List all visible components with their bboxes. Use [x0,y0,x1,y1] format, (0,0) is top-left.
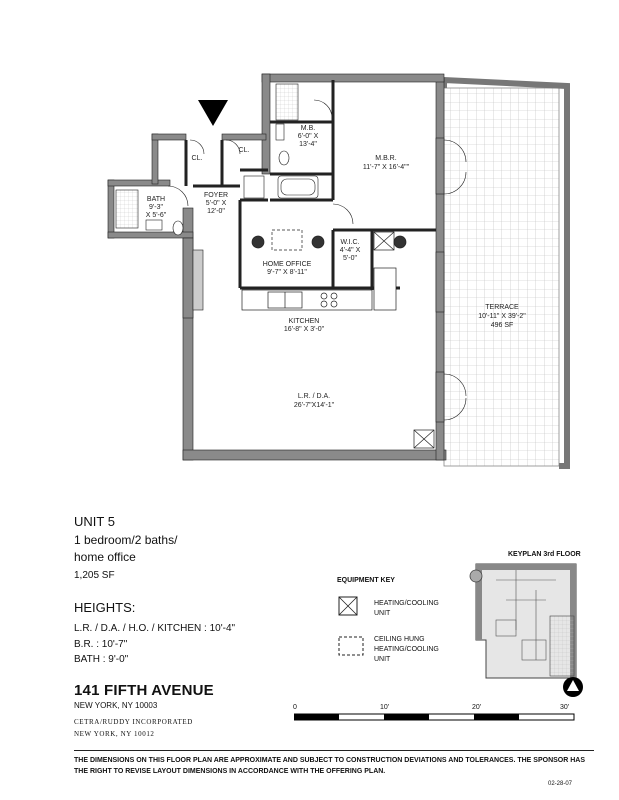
disclaimer: THE DIMENSIONS ON THIS FLOOR PLAN ARE AP… [74,757,586,764]
kitchen-label: KITCHEN [289,318,320,325]
scale-bar [294,713,575,721]
revision-date: 02-28-07 [548,781,573,787]
keyplan-map [469,563,577,679]
lrda-dim: 26'-7"X14'-1" [294,402,335,409]
unit-area: 1,205 SF [74,570,115,581]
mbr-dim: 11'-7" X 16'-4"" [363,164,410,171]
architect-name: CETRA/RUDDY INCORPORATED [74,718,193,726]
lrda-label: L.R. / D.A. [298,393,330,400]
equipment-label: UNIT [374,656,391,663]
ceiling-unit-symbol [338,636,364,656]
hvac-unit [413,429,435,449]
terrace-dim: 10'-11" X 39'-2" [478,313,526,320]
heights-row: BATH : 9'-0" [74,654,129,665]
keyplan-title: KEYPLAN 3rd FLOOR [508,551,581,558]
equipment-label: HEATING/COOLING [374,646,439,653]
office-dim: 9'-7" X 8'-11" [267,269,307,276]
building-address: 141 FIFTH AVENUE [74,682,214,699]
wic-dim1: 4'-4" X [340,247,361,254]
disclaimer: THE RIGHT TO REVISE LAYOUT DIMENSIONS IN… [74,768,386,775]
columns [192,137,445,423]
wic-dim2: 5'-0" [343,255,357,262]
equipment-key-title: EQUIPMENT KEY [337,577,395,584]
unit-description: home office [74,550,136,564]
doors [167,99,467,421]
office-label: HOME OFFICE [263,261,312,268]
heights-row: L.R. / D.A. / H.O. / KITCHEN : 10'-4" [74,623,236,634]
kitchen-dim: 16'-8" X 3'-0" [284,326,325,333]
unit-title: UNIT 5 [74,514,115,529]
architect-city: NEW YORK, NY 10012 [74,730,155,738]
terrace-area: 496 SF [491,322,514,329]
entry-arrow [198,100,228,126]
foyer-dim1: 5'-0" X [206,200,227,207]
scale-tick-label: 30' [560,704,570,711]
interior-walls [184,80,436,290]
equipment-label: HEATING/COOLING [374,600,439,607]
scale-tick-label: 10' [380,704,390,711]
bath-label: BATH [147,196,165,203]
terrace-label: TERRACE [485,304,519,311]
bath-dim1: 9'-3" [149,204,163,211]
unit-description: 1 bedroom/2 baths/ [74,533,178,547]
wic-label: W.I.C. [340,239,359,246]
equipment-label: UNIT [374,610,391,617]
office-table [251,229,407,251]
footer-divider [74,750,594,751]
bath-dim2: X 5'-6" [146,212,167,219]
heights-title: HEIGHTS: [74,600,136,615]
floor-plan: FOYER 5'-0" X 12'-0" BATH 9'-3" X 5'-6" … [107,73,570,469]
equipment-label: CEILING HUNG [374,636,425,643]
closet-label: CL. [239,147,250,154]
hvac-unit-symbol [338,596,358,616]
scale-tick-label: 20' [472,704,482,711]
bath-fixtures [115,83,319,236]
foyer-label: FOYER [204,192,228,199]
heights-row: B.R. : 10'-7" [74,639,128,650]
mb-dim2: 13'-4" [299,141,317,148]
building-city: NEW YORK, NY 10003 [74,701,158,710]
scale-tick-label: 0 [293,704,297,711]
room-labels: FOYER 5'-0" X 12'-0" BATH 9'-3" X 5'-6" … [146,125,527,409]
terrace [441,76,570,469]
mb-dim1: 6'-0" X [298,133,319,140]
foyer-dim2: 12'-0" [207,208,225,215]
mbr-label: M.B.R. [375,155,396,162]
north-arrow-icon [563,677,583,697]
closet-label: CL. [192,155,203,162]
kitchen-counter [241,231,397,311]
mb-label: M.B. [301,125,315,132]
